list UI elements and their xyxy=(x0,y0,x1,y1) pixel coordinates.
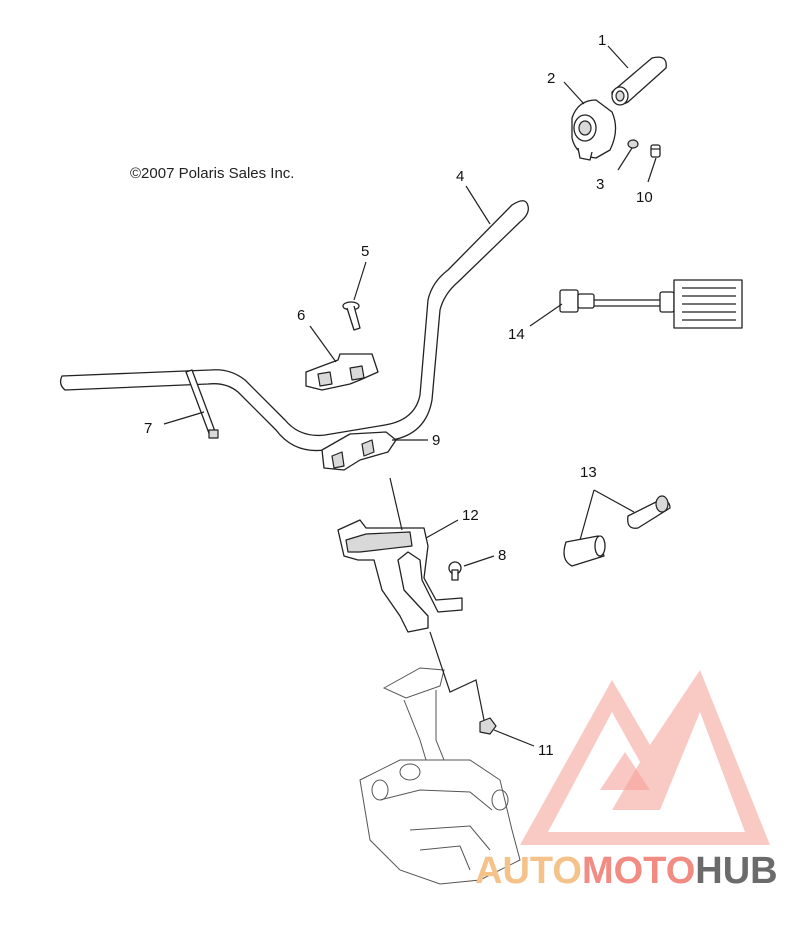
callout-3: 3 xyxy=(596,176,605,193)
callout-6: 6 xyxy=(297,307,306,324)
part-7-long-bolt xyxy=(185,369,219,439)
part-1-grip xyxy=(611,56,667,106)
callout-13: 13 xyxy=(580,464,597,481)
part-14-harness xyxy=(559,279,743,329)
part-12-bracket xyxy=(337,519,463,633)
part-9-lower-clamp xyxy=(321,431,397,471)
callout-7: 7 xyxy=(144,420,153,437)
part-4-handlebar xyxy=(59,200,529,452)
part-11-nut xyxy=(479,717,497,735)
callout-12: 12 xyxy=(462,507,479,524)
callout-10: 10 xyxy=(636,189,653,206)
watermark-logo xyxy=(520,670,770,845)
part-3-screw xyxy=(627,139,639,149)
callout-11: 11 xyxy=(538,742,554,759)
part-13-switch xyxy=(563,495,671,567)
callout-5: 5 xyxy=(361,243,370,260)
watermark-text-moto: MOTO xyxy=(581,850,696,892)
watermark-text-auto: AUTO xyxy=(475,850,582,892)
vehicle-frame xyxy=(359,667,521,885)
part-8-bolt xyxy=(448,561,462,581)
callout-2: 2 xyxy=(547,70,556,87)
callout-14: 14 xyxy=(508,326,525,343)
leader-lines xyxy=(163,45,657,747)
part-5-bolt xyxy=(342,301,361,331)
copyright-notice: ©2007 Polaris Sales Inc. xyxy=(130,165,295,182)
watermark-text-hub: HUB xyxy=(695,850,778,892)
watermark-wordmark: AUTOMOTOHUB xyxy=(475,850,778,893)
part-2-throttle-housing xyxy=(571,99,617,161)
part-6-upper-clamp xyxy=(305,353,379,391)
callout-1: 1 xyxy=(598,32,607,49)
callout-9: 9 xyxy=(432,432,441,449)
callout-4: 4 xyxy=(456,168,465,185)
callout-8: 8 xyxy=(498,547,507,564)
part-10-screw xyxy=(650,144,661,158)
